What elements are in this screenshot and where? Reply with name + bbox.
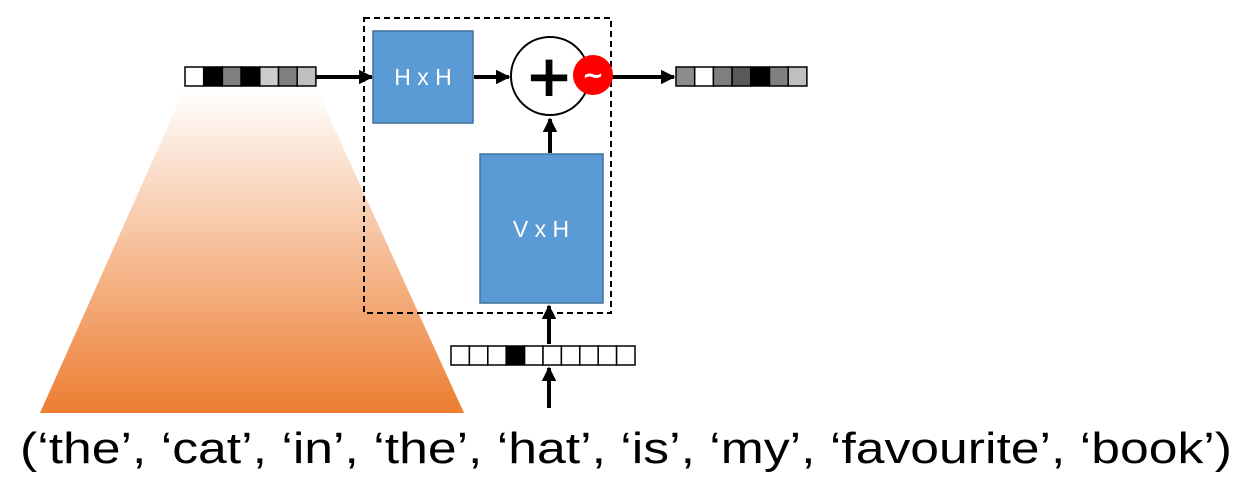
- one-hot-cell-4: [505, 345, 526, 366]
- prev-state-cell-5: [259, 66, 280, 87]
- next-state-cell-6: [768, 66, 789, 87]
- context-cone: [40, 88, 464, 413]
- hidden-weight-matrix-box: [372, 30, 474, 124]
- sum-symbol: +: [525, 42, 574, 110]
- one-hot-cell-8: [579, 345, 599, 366]
- prev-state-cell-6: [277, 66, 298, 87]
- one-hot-cell-3: [487, 345, 507, 366]
- activation-node: [573, 55, 613, 95]
- next-state-cell-1: [675, 66, 696, 87]
- next-hidden-state-vector: [675, 66, 808, 87]
- input-weight-matrix-box: [479, 153, 604, 304]
- hidden-weight-matrix-label: H x H: [394, 64, 452, 90]
- one-hot-cell-5: [523, 345, 544, 366]
- one-hot-cell-2: [468, 345, 489, 366]
- one-hot-cell-10: [615, 345, 636, 366]
- next-state-cell-3: [712, 66, 733, 87]
- one-hot-cell-9: [597, 345, 618, 366]
- previous-hidden-state-vector: [184, 66, 317, 87]
- activation-symbol: ~: [582, 61, 604, 91]
- input-weight-matrix-label: V x H: [513, 216, 569, 242]
- prev-state-cell-1: [184, 66, 205, 87]
- prev-state-cell-7: [296, 66, 317, 87]
- rnn-cell-border: [363, 17, 612, 314]
- one-hot-cell-1: [450, 345, 471, 366]
- one-hot-cell-7: [560, 345, 581, 366]
- one-hot-input-vector: [450, 345, 636, 366]
- prev-state-cell-4: [240, 66, 261, 87]
- token-sequence: (‘the’, ‘cat’, ‘in’, ‘the’, ‘hat’, ‘is’,…: [20, 424, 1232, 473]
- one-hot-cell-6: [542, 345, 563, 366]
- next-state-cell-2: [693, 66, 715, 87]
- prev-state-cell-3: [221, 66, 242, 87]
- next-state-cell-5: [750, 66, 771, 87]
- next-state-cell-7: [787, 66, 808, 87]
- next-state-cell-4: [731, 66, 752, 87]
- prev-state-cell-2: [202, 66, 224, 87]
